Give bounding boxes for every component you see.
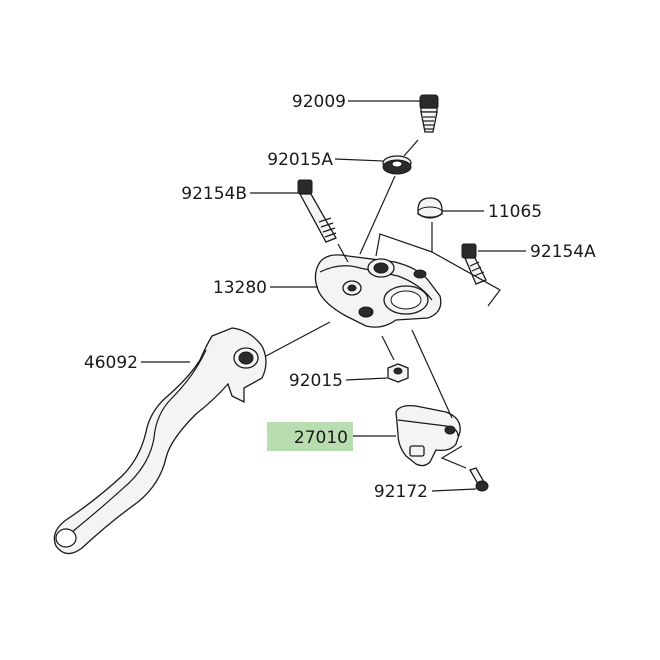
label-92172[interactable]: 92172 bbox=[374, 482, 428, 502]
nut-92015-drawing[interactable] bbox=[387, 363, 409, 383]
label-13280[interactable]: 13280 bbox=[213, 278, 267, 298]
bolt-92154B-drawing[interactable] bbox=[297, 179, 337, 243]
label-92154B[interactable]: 92154B bbox=[181, 184, 247, 204]
label-92015A[interactable]: 92015A bbox=[267, 150, 333, 170]
leader-lines bbox=[141, 100, 526, 492]
label-92009[interactable]: 92009 bbox=[292, 92, 346, 112]
cap-11065-drawing[interactable] bbox=[417, 197, 443, 219]
label-92015[interactable]: 92015 bbox=[289, 371, 343, 391]
screw-92172-drawing[interactable] bbox=[469, 467, 489, 492]
assembly-guide-lines bbox=[265, 139, 501, 469]
bolt-92154A-drawing[interactable] bbox=[461, 243, 487, 285]
label-11065[interactable]: 11065 bbox=[488, 202, 542, 222]
switch-27010-drawing[interactable] bbox=[395, 404, 461, 467]
bolt-92009-drawing[interactable] bbox=[419, 94, 439, 133]
label-46092[interactable]: 46092 bbox=[84, 353, 138, 373]
label-27010[interactable]: 27010 bbox=[294, 428, 348, 448]
label-92154A[interactable]: 92154A bbox=[530, 242, 596, 262]
holder-13280-drawing[interactable] bbox=[314, 254, 442, 328]
highlight-27010 bbox=[267, 422, 353, 451]
washer-92015A-drawing[interactable] bbox=[382, 155, 412, 175]
lever-46092-drawing[interactable] bbox=[53, 327, 267, 555]
